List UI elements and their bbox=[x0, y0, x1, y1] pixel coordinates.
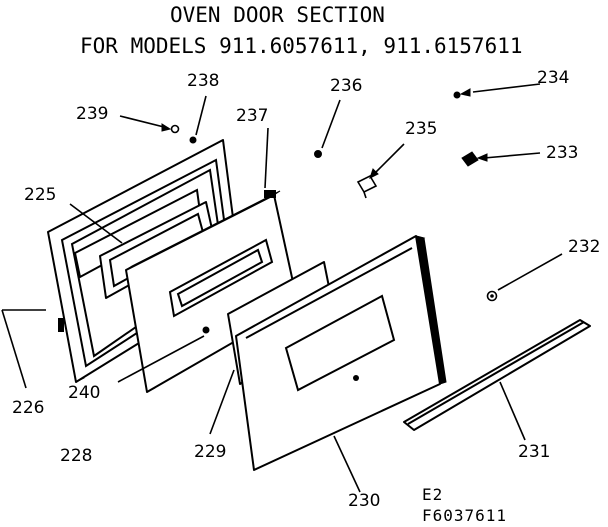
label-part-235: 235 bbox=[405, 119, 437, 139]
label-part-226: 226 bbox=[12, 398, 44, 418]
part-234-screw bbox=[453, 91, 461, 99]
label-part-236: 236 bbox=[330, 76, 362, 96]
label-part-232: 232 bbox=[568, 237, 600, 257]
part-236-screw bbox=[314, 150, 322, 158]
part-239-screw bbox=[170, 124, 180, 134]
diagram-title: OVEN DOOR SECTION bbox=[170, 3, 385, 27]
diagram-subtitle: FOR MODELS 911.6057611, 911.6157611 bbox=[80, 34, 523, 58]
part-240-screw bbox=[202, 326, 210, 334]
part-231-trim-strip bbox=[403, 319, 591, 431]
label-part-234: 234 bbox=[537, 68, 569, 88]
leader-lines bbox=[1, 83, 563, 493]
label-part-231: 231 bbox=[518, 442, 550, 462]
label-part-239: 239 bbox=[76, 104, 108, 124]
label-part-229: 229 bbox=[194, 442, 226, 462]
label-part-225: 225 bbox=[24, 185, 56, 205]
part-233-hinge-bracket bbox=[461, 151, 479, 167]
label-part-240: 240 bbox=[68, 383, 100, 403]
revision-code: E2 bbox=[422, 485, 443, 504]
figure-code: F6037611 bbox=[422, 506, 507, 525]
part-238-screw bbox=[189, 136, 197, 144]
label-part-237: 237 bbox=[236, 106, 268, 126]
label-part-233: 233 bbox=[546, 143, 578, 163]
part-235-hinge-clip bbox=[356, 174, 378, 199]
part-230-outer-door bbox=[234, 235, 447, 471]
label-part-228: 228 bbox=[60, 446, 92, 466]
part-232-bumper bbox=[486, 290, 498, 302]
label-part-238: 238 bbox=[187, 71, 219, 91]
part-237-door-panel bbox=[125, 190, 299, 393]
label-part-230: 230 bbox=[348, 491, 380, 511]
